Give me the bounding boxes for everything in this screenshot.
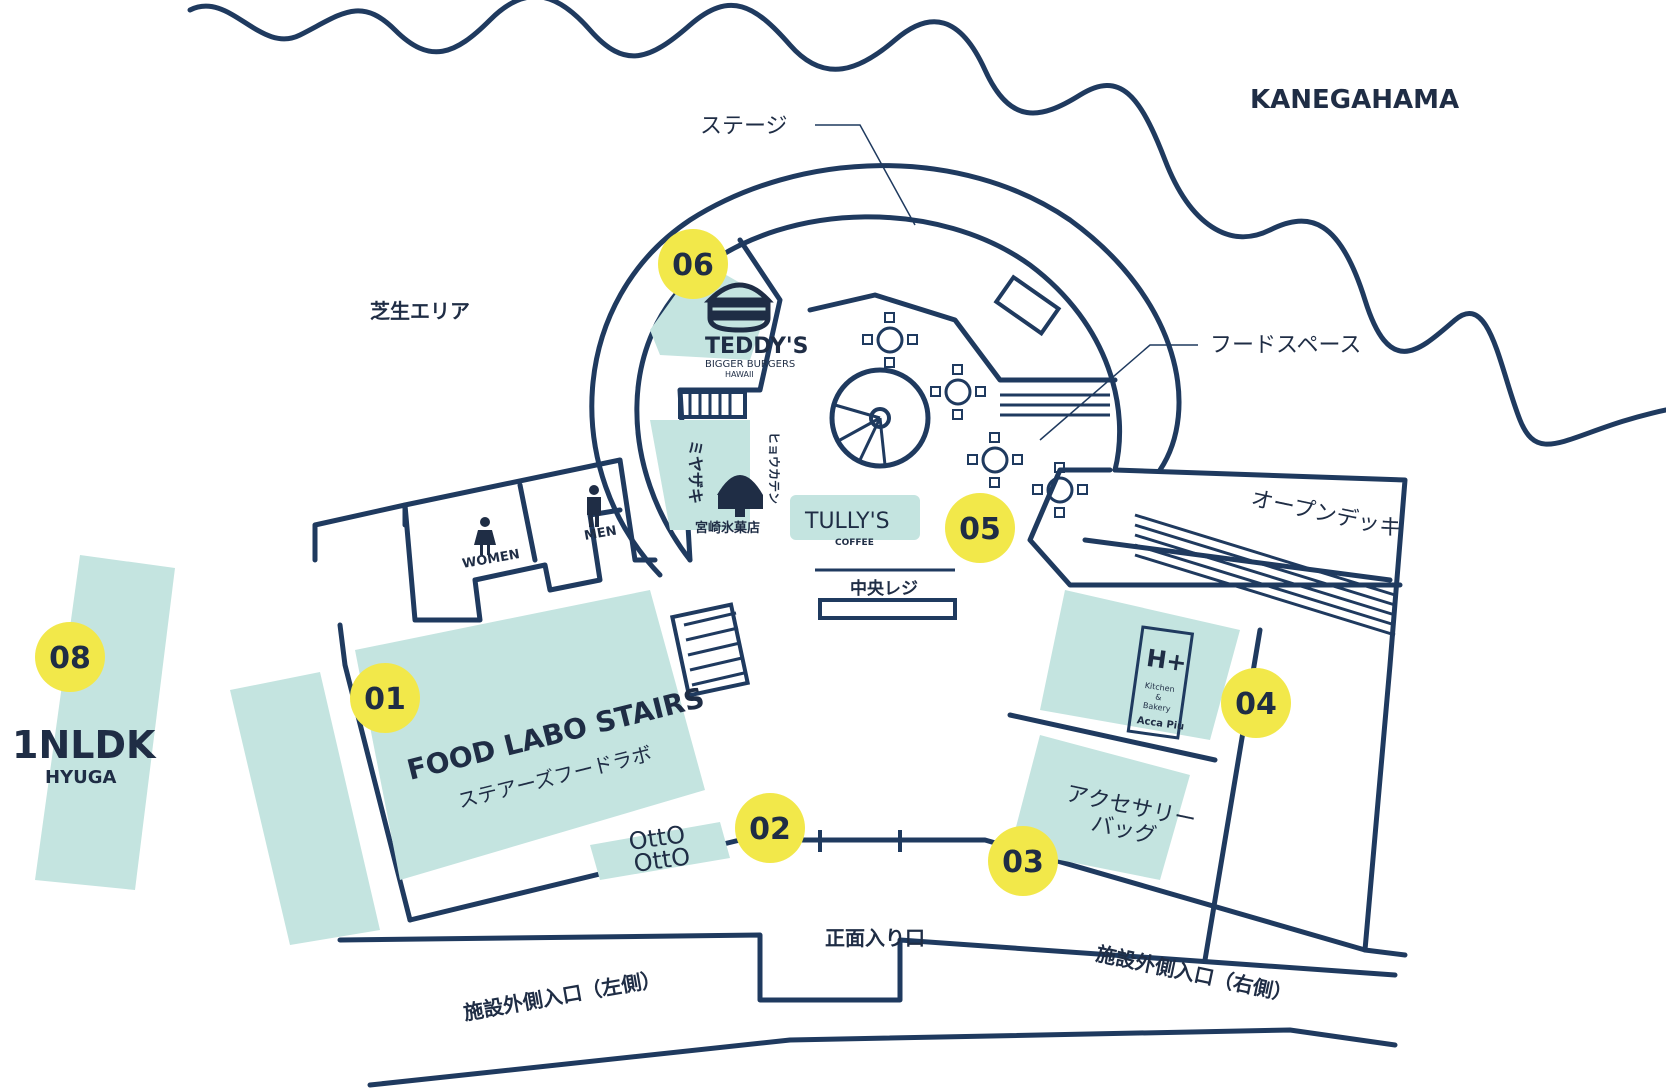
main-entrance-label: 正面入り口 (825, 926, 925, 950)
outer-canopy (337, 932, 1398, 1088)
shop-area-05[interactable] (790, 495, 920, 540)
shop-08-name: 1NLDK (12, 723, 157, 767)
shop-04-line3: Bakery (1142, 701, 1171, 714)
shop-06-subname: BIGGER BURGERS (705, 359, 795, 370)
woman-icon (474, 517, 496, 555)
shop-07-name: 宮崎氷菓店 (695, 520, 760, 536)
food-space-leader-line (1039, 344, 1198, 441)
stairs-icon-right (993, 274, 1396, 637)
building-right-wall (1007, 467, 1408, 963)
shop-04-line2: & (1155, 693, 1162, 703)
stage-label: ステージ (700, 114, 788, 139)
stage-inner-wall (634, 214, 1123, 563)
shop-05-subname: COFFEE (835, 538, 874, 548)
shop-badge-01[interactable]: 01 (350, 663, 420, 733)
sea-label: KANEGAHAMA (1250, 85, 1459, 115)
side-entrance-left-label: 施設外側入口（左側） (462, 967, 663, 1025)
shop-07-vertical-right: ヒョウカテン (767, 432, 781, 504)
burger-icon (703, 282, 774, 333)
spiral-stairs-icon (829, 367, 931, 469)
shop-badge-03[interactable]: 03 (988, 826, 1058, 896)
shop-area-01[interactable] (355, 590, 705, 880)
table-icon (1032, 462, 1088, 518)
restroom-men-label: MEN (583, 523, 618, 543)
stage-outer-wall (589, 163, 1182, 578)
side-area-left (230, 672, 380, 945)
shop-badge-02[interactable]: 02 (735, 793, 805, 863)
badge-number-08: 08 (49, 641, 91, 676)
restroom-women-label: WOMEN (461, 547, 521, 572)
front-wall (407, 837, 1368, 953)
table-icon (930, 364, 986, 420)
open-deck-label: オープンデッキ (1249, 486, 1404, 542)
shoreline (187, 0, 1666, 447)
shop-badge-06[interactable]: 06 (658, 229, 728, 299)
table-icon (862, 312, 918, 368)
badge-number-05: 05 (959, 512, 1001, 547)
food-space-wall (807, 292, 1403, 588)
badge-number-04: 04 (1235, 687, 1277, 722)
man-icon (587, 485, 601, 527)
shop-07-vertical-left: ミヤザキ (686, 440, 705, 504)
shaved-ice-icon (717, 475, 763, 517)
shop-area-04[interactable] (1040, 590, 1240, 740)
shop-area-02[interactable] (590, 822, 730, 880)
badge-number-03: 03 (1002, 845, 1044, 880)
restroom-walls (337, 482, 623, 923)
badge-number-01: 01 (364, 682, 406, 717)
shop-badge-08[interactable]: 08 (35, 622, 105, 692)
shop-badge-04[interactable]: 04 (1221, 668, 1291, 738)
table-icon (967, 432, 1023, 488)
food-space-label: フードスペース (1210, 333, 1361, 358)
badge-number-06: 06 (672, 248, 714, 283)
stairs-icon-stage (678, 390, 747, 419)
shop-badge-05[interactable]: 05 (945, 493, 1015, 563)
side-entrance-right-label: 施設外側入口（右側） (1094, 941, 1295, 1006)
shop-05-name: TULLY'S (804, 509, 890, 534)
badge-number-02: 02 (749, 812, 791, 847)
lawn-label: 芝生エリア (370, 299, 470, 323)
shop-06-name: TEDDY'S (705, 334, 808, 359)
stage-leader-line (815, 124, 916, 226)
register-counter (818, 598, 957, 620)
shop-area-03[interactable] (1010, 735, 1190, 880)
stairs-icon (669, 602, 751, 698)
shop-08-subname: HYUGA (45, 767, 116, 788)
shop-06-region: HAWAII (725, 370, 754, 379)
shop-04-line1: Kitchen (1144, 681, 1175, 694)
shop-04-name: H+ (1145, 644, 1189, 677)
central-register-label: 中央レジ (850, 578, 918, 599)
